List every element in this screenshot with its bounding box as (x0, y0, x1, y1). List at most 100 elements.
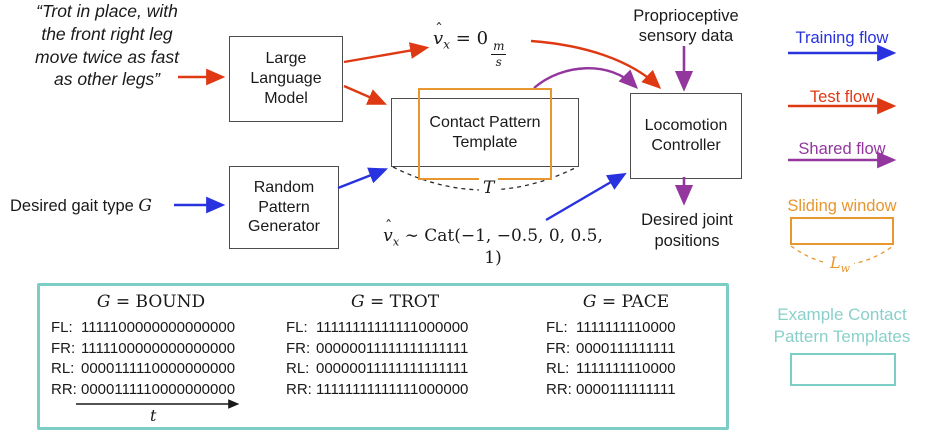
leg-label: FL: (51, 319, 73, 336)
quote-line: move twice as fast (35, 46, 179, 67)
training-flow-velocity-to-controller-arrow (545, 172, 627, 222)
gait-row: RR:11111111111111000000 (286, 380, 504, 401)
rpg-label-line: Generator (247, 218, 321, 236)
large-language-model-box: Large Language Model (229, 36, 343, 122)
L-symbol: L (830, 253, 841, 272)
contact-bits: 00000011111111111111 (316, 339, 469, 357)
contact-bits: 11111111111111000000 (316, 380, 469, 398)
llm-label-line: Large (265, 50, 307, 68)
w-subscript: w (840, 262, 850, 276)
contact-bits: 11111111111111000000 (316, 319, 469, 336)
lc-label-line: Controller (651, 137, 721, 154)
gait-row: FL: 11111111111111000000 (286, 318, 504, 339)
leg-label: RR: (51, 380, 77, 398)
example-templates-rect (790, 353, 896, 386)
quote-line: as other legs” (53, 69, 161, 90)
rpg-label-line: Pattern (258, 198, 310, 216)
contact-bits: 1111111110000 (576, 319, 676, 336)
gait-row: FR: 1111100000000000000 (51, 339, 251, 360)
contact-bits: 0000111110000000000 (81, 360, 236, 377)
leg-label: FL: (286, 319, 308, 336)
pace-gait-column: G = PACE FL:1111111110000 FR:00001111111… (546, 292, 706, 400)
desired-gait-text: Desired gait type (10, 197, 139, 215)
x-subscript: x (392, 234, 400, 249)
hat-accent: ˆ (385, 218, 393, 235)
proprioceptive-line: sensory data (638, 27, 734, 46)
equals-zero: = 0 (450, 28, 489, 49)
bound-gait-heading: G = BOUND (51, 292, 251, 318)
desired-joint-positions-label: Desired joint positions (618, 210, 756, 251)
contact-pattern-template-box: Contact Pattern Template (391, 98, 579, 167)
desired-joint-line: positions (654, 231, 720, 250)
window-length-label: Lw (826, 253, 854, 276)
gait-row: RR:0000111111111 (546, 380, 706, 401)
leg-label: FR: (51, 339, 76, 357)
gait-pattern-examples-box: G = BOUND FL: 1111100000000000000 FR: 1111… (37, 283, 729, 430)
lc-label-line: Locomotion (644, 117, 728, 135)
gait-variable-G: G (96, 292, 111, 312)
fraction-numerator: m (491, 39, 507, 55)
time-axis-label: t (150, 406, 157, 425)
legend-training-flow-label: Training flow (795, 29, 889, 47)
test-flow-velocity-to-controller-arrow (530, 39, 662, 89)
desired-gait-type-label: Desired gait type G (10, 196, 152, 216)
rpg-label-line: Random (253, 178, 315, 196)
gait-row: FR: 0000111111111 (546, 339, 706, 360)
gait-name: = PACE (596, 292, 670, 312)
llm-label-line: Language (250, 70, 322, 88)
quote-line: “Trot in place, with (36, 1, 178, 21)
leg-label: FR: (546, 339, 571, 357)
desired-joint-line: Desired joint (641, 211, 733, 229)
contact-bits: 1111100000000000000 (81, 319, 236, 336)
test-flow-llm-to-template-arrow (343, 84, 387, 105)
gait-name: = BOUND (110, 292, 206, 312)
test-flow-llm-to-velocity-arrow (343, 42, 430, 64)
cpt-label-line: Contact Pattern (429, 113, 541, 131)
template-period-label: T (479, 178, 499, 198)
categorical-distribution: ∼ Cat(−1, −0.5, 0, 0.5, 1) (399, 226, 603, 269)
gait-row: FL: 1111100000000000000 (51, 318, 251, 339)
instruction-quote: “Trot in place, with the front right leg… (0, 0, 214, 91)
contact-bits: 0000111110000000000 (81, 380, 236, 398)
gait-variable-G: G (138, 196, 152, 216)
gait-row: RL:0000111110000000000 (51, 359, 251, 380)
trot-gait-heading: G = TROT (286, 292, 504, 318)
proprioceptive-line: Proprioceptive (633, 7, 739, 25)
shared-flow-template-to-controller-arrow (533, 67, 639, 90)
example-templates-line: Example Contact (777, 305, 907, 324)
leg-label: RR: (546, 380, 572, 398)
contact-bits: 1111100000000000000 (81, 339, 236, 357)
contact-bits: 0000111111111 (576, 339, 676, 357)
gait-variable-G: G (582, 292, 597, 312)
legend-test-flow-label: Test flow (809, 88, 875, 106)
gait-row: RR:0000111110000000000 (51, 380, 251, 401)
pace-gait-heading: G = PACE (546, 292, 706, 318)
training-flow-generator-to-template-arrow (337, 167, 389, 190)
gait-row: FR:00000011111111111111 (286, 339, 504, 360)
locomotion-controller-box: Locomotion Controller (630, 93, 742, 179)
contact-bits: 0000111111111 (576, 380, 676, 398)
leg-label: RL: (546, 360, 570, 377)
bound-gait-column: G = BOUND FL: 1111100000000000000 FR: 1111… (51, 292, 251, 400)
llm-label-line: Model (264, 89, 308, 107)
v-symbol: v (433, 28, 444, 49)
random-pattern-generator-box: Random Pattern Generator (229, 166, 339, 249)
legend-sliding-window-rect (790, 217, 894, 245)
v-symbol: v (383, 226, 393, 246)
x-subscript: x (443, 37, 451, 52)
sliding-window-overlay-rect (418, 88, 552, 180)
gait-name: = TROT (364, 292, 440, 312)
leg-label: RL: (286, 360, 310, 377)
quote-line: the front right leg (41, 23, 173, 44)
fraction-denominator: s (495, 54, 502, 69)
trot-gait-column: G = TROT FL: 11111111111111000000 FR:0000… (286, 292, 504, 400)
gait-row: RL:1111111110000 (546, 359, 706, 380)
contact-bits: 00000011111111111111 (316, 360, 469, 377)
hat-accent: ˆ (435, 20, 443, 39)
legend-sliding-window-label: Sliding window (787, 197, 897, 215)
